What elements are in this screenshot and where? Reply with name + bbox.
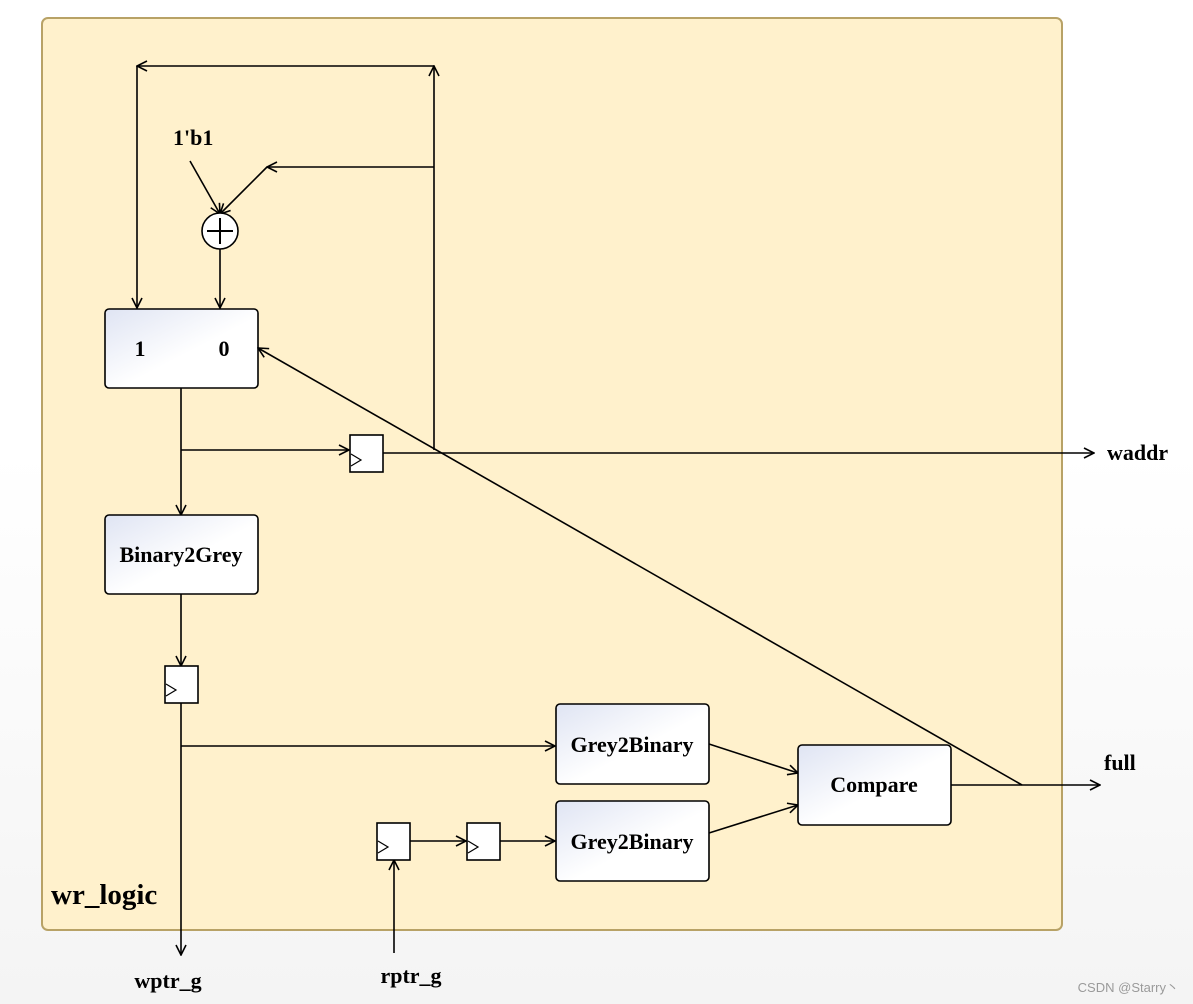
- mux-block: [104, 308, 259, 389]
- port-wptr-g: wptr_g: [134, 968, 201, 993]
- port-rptr-g: rptr_g: [380, 963, 441, 988]
- wptr-register-clock-icon: [165, 683, 178, 697]
- module-container: [41, 17, 1063, 931]
- wire-g2b2-to-compare: [708, 805, 798, 834]
- port-waddr: waddr: [1107, 440, 1168, 465]
- waddr-register: [349, 434, 384, 473]
- wptr-register: [164, 665, 199, 704]
- grey2binary-block-2: [555, 800, 710, 882]
- rptr-sync-register-2-clock-icon: [467, 840, 480, 854]
- rptr-sync-register-1: [376, 822, 411, 861]
- rptr-sync-register-1-clock-icon: [377, 840, 390, 854]
- wire-to-adder-diagonal: [220, 166, 268, 214]
- waddr-register-clock-icon: [350, 453, 363, 467]
- rptr-sync-register-2: [466, 822, 501, 861]
- binary2grey-label: Binary2Grey: [119, 542, 242, 567]
- grey2binary-label-1: Grey2Binary: [570, 732, 693, 757]
- compare-label: Compare: [830, 772, 918, 797]
- wire-const-to-adder: [189, 160, 220, 214]
- mux-input-1-label: 1: [135, 336, 146, 361]
- constant-one-bit: 1'b1: [173, 125, 213, 150]
- watermark: CSDN @Starry丶: [1077, 980, 1179, 995]
- wire-full-feedback: [258, 348, 1023, 786]
- module-title: wr_logic: [51, 879, 157, 911]
- grey2binary-label-2: Grey2Binary: [570, 829, 693, 854]
- port-full: full: [1104, 750, 1136, 775]
- mux-input-0-label: 0: [219, 336, 230, 361]
- wire-g2b1-to-compare: [708, 743, 798, 773]
